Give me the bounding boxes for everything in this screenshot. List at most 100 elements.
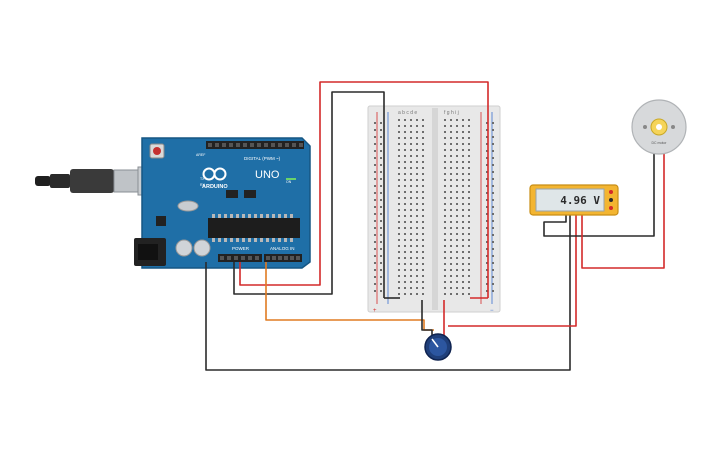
- breadboard-hole[interactable]: [410, 131, 412, 133]
- breadboard-hole[interactable]: [462, 155, 464, 157]
- breadboard-hole[interactable]: [404, 281, 406, 283]
- breadboard-hole[interactable]: [416, 131, 418, 133]
- breadboard-hole[interactable]: [404, 143, 406, 145]
- breadboard-hole[interactable]: [398, 257, 400, 259]
- breadboard-hole[interactable]: [450, 293, 452, 295]
- breadboard-hole[interactable]: [450, 191, 452, 193]
- breadboard-hole[interactable]: [398, 149, 400, 151]
- breadboard-hole[interactable]: [486, 241, 488, 243]
- breadboard-hole[interactable]: [410, 209, 412, 211]
- breadboard-hole[interactable]: [444, 119, 446, 121]
- breadboard-hole[interactable]: [486, 227, 488, 229]
- breadboard-hole[interactable]: [468, 137, 470, 139]
- breadboard-hole[interactable]: [468, 197, 470, 199]
- breadboard-hole[interactable]: [456, 167, 458, 169]
- breadboard-hole[interactable]: [380, 234, 382, 236]
- breadboard-hole[interactable]: [450, 155, 452, 157]
- breadboard-hole[interactable]: [468, 269, 470, 271]
- breadboard-hole[interactable]: [398, 227, 400, 229]
- breadboard-hole[interactable]: [492, 143, 494, 145]
- breadboard-hole[interactable]: [374, 262, 376, 264]
- breadboard-hole[interactable]: [404, 191, 406, 193]
- breadboard-hole[interactable]: [416, 137, 418, 139]
- breadboard-hole[interactable]: [398, 293, 400, 295]
- breadboard-hole[interactable]: [462, 197, 464, 199]
- breadboard-hole[interactable]: [492, 255, 494, 257]
- breadboard-hole[interactable]: [374, 276, 376, 278]
- breadboard-hole[interactable]: [456, 161, 458, 163]
- breadboard-hole[interactable]: [444, 191, 446, 193]
- breadboard-hole[interactable]: [422, 137, 424, 139]
- breadboard-hole[interactable]: [486, 213, 488, 215]
- breadboard-hole[interactable]: [450, 257, 452, 259]
- breadboard-hole[interactable]: [456, 179, 458, 181]
- breadboard-hole[interactable]: [444, 197, 446, 199]
- breadboard-hole[interactable]: [422, 197, 424, 199]
- breadboard-hole[interactable]: [410, 227, 412, 229]
- breadboard-hole[interactable]: [462, 293, 464, 295]
- dc-motor[interactable]: DC motor: [631, 99, 687, 155]
- breadboard-hole[interactable]: [462, 233, 464, 235]
- breadboard-hole[interactable]: [422, 239, 424, 241]
- breadboard-hole[interactable]: [398, 233, 400, 235]
- breadboard-hole[interactable]: [374, 129, 376, 131]
- breadboard-hole[interactable]: [380, 206, 382, 208]
- breadboard-hole[interactable]: [462, 119, 464, 121]
- breadboard-hole[interactable]: [422, 125, 424, 127]
- breadboard-hole[interactable]: [410, 197, 412, 199]
- breadboard-hole[interactable]: [456, 125, 458, 127]
- breadboard-hole[interactable]: [380, 255, 382, 257]
- breadboard-hole[interactable]: [468, 203, 470, 205]
- breadboard-hole[interactable]: [404, 197, 406, 199]
- breadboard-hole[interactable]: [444, 173, 446, 175]
- breadboard-hole[interactable]: [404, 173, 406, 175]
- breadboard-hole[interactable]: [416, 293, 418, 295]
- breadboard-hole[interactable]: [492, 171, 494, 173]
- breadboard-hole[interactable]: [398, 215, 400, 217]
- breadboard-hole[interactable]: [462, 239, 464, 241]
- breadboard-hole[interactable]: [380, 192, 382, 194]
- breadboard-hole[interactable]: [380, 276, 382, 278]
- breadboard-hole[interactable]: [450, 281, 452, 283]
- breadboard-hole[interactable]: [404, 155, 406, 157]
- breadboard-hole[interactable]: [374, 220, 376, 222]
- breadboard-hole[interactable]: [422, 269, 424, 271]
- breadboard-hole[interactable]: [422, 293, 424, 295]
- breadboard-hole[interactable]: [416, 221, 418, 223]
- breadboard-hole[interactable]: [380, 220, 382, 222]
- breadboard-hole[interactable]: [444, 131, 446, 133]
- breadboard-hole[interactable]: [486, 150, 488, 152]
- breadboard-hole[interactable]: [404, 275, 406, 277]
- breadboard-hole[interactable]: [450, 221, 452, 223]
- breadboard-hole[interactable]: [410, 245, 412, 247]
- breadboard-hole[interactable]: [450, 119, 452, 121]
- breadboard-hole[interactable]: [404, 185, 406, 187]
- breadboard-hole[interactable]: [398, 185, 400, 187]
- breadboard-hole[interactable]: [422, 215, 424, 217]
- breadboard-hole[interactable]: [462, 245, 464, 247]
- breadboard-hole[interactable]: [462, 227, 464, 229]
- breadboard-hole[interactable]: [422, 203, 424, 205]
- breadboard-hole[interactable]: [374, 269, 376, 271]
- breadboard-hole[interactable]: [462, 281, 464, 283]
- breadboard-hole[interactable]: [398, 143, 400, 145]
- breadboard-hole[interactable]: [468, 263, 470, 265]
- breadboard-hole[interactable]: [398, 203, 400, 205]
- breadboard-hole[interactable]: [450, 179, 452, 181]
- breadboard-hole[interactable]: [410, 167, 412, 169]
- breadboard-hole[interactable]: [410, 281, 412, 283]
- breadboard-hole[interactable]: [374, 143, 376, 145]
- breadboard-hole[interactable]: [404, 287, 406, 289]
- breadboard-hole[interactable]: [486, 255, 488, 257]
- breadboard-hole[interactable]: [456, 173, 458, 175]
- breadboard-hole[interactable]: [416, 239, 418, 241]
- breadboard-hole[interactable]: [462, 287, 464, 289]
- breadboard-hole[interactable]: [462, 179, 464, 181]
- breadboard-hole[interactable]: [456, 149, 458, 151]
- breadboard-hole[interactable]: [422, 155, 424, 157]
- breadboard-hole[interactable]: [486, 136, 488, 138]
- breadboard-hole[interactable]: [374, 255, 376, 257]
- breadboard-hole[interactable]: [462, 131, 464, 133]
- breadboard-hole[interactable]: [444, 233, 446, 235]
- breadboard-hole[interactable]: [462, 221, 464, 223]
